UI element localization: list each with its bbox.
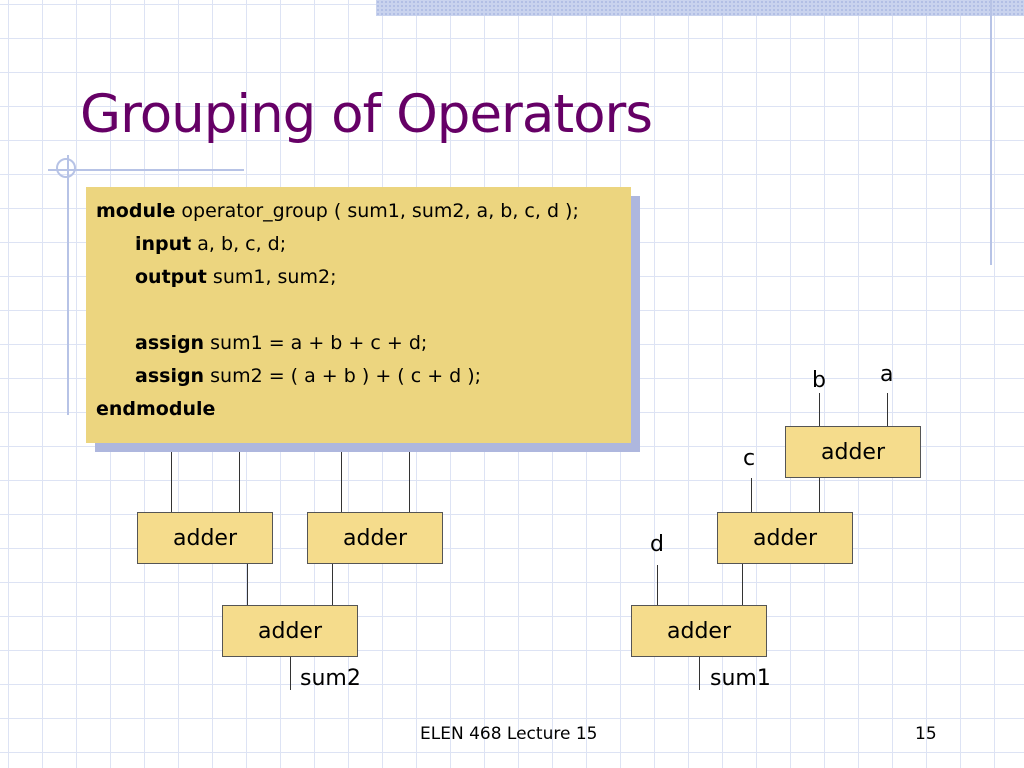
code-keyword: input: [135, 233, 192, 255]
crosshair-circle: [56, 158, 76, 178]
code-text: operator_group ( sum1, sum2, a, b, c, d …: [175, 200, 579, 222]
wire-adder2-out: [742, 563, 743, 605]
wire-adder1-out: [819, 478, 820, 512]
wire-c-in: [751, 478, 752, 512]
code-text: sum1, sum2;: [206, 266, 337, 288]
signal-b-label: b: [812, 368, 826, 393]
slide-page-number: 15: [915, 724, 937, 744]
code-keyword: assign: [135, 365, 205, 387]
code-keyword: assign: [135, 332, 205, 354]
wire-left-in-1: [171, 440, 172, 512]
code-line-1: module operator_group ( sum1, sum2, a, b…: [96, 195, 621, 228]
code-text: sum1 = a + b + c + d;: [204, 332, 428, 354]
code-line-3: output sum1, sum2;: [96, 261, 621, 294]
signal-a-label: a: [880, 362, 894, 387]
code-line-6: assign sum2 = ( a + b ) + ( c + d );: [96, 360, 621, 393]
code-line-5: assign sum1 = a + b + c + d;: [96, 327, 621, 360]
adder-box-right-1: adder: [785, 426, 921, 478]
right-decorative-line: [990, 0, 992, 265]
crosshair-horizontal: [48, 169, 244, 171]
top-decorative-strip: [376, 0, 1024, 16]
code-text: a, b, c, d;: [191, 233, 287, 255]
code-line-2: input a, b, c, d;: [96, 228, 621, 261]
wire-left-in-4: [409, 440, 410, 512]
wire-sum1-out: [699, 656, 700, 690]
wire-left-out: [290, 656, 291, 690]
wire-b-in: [819, 393, 820, 426]
code-line-7: endmodule: [96, 393, 621, 426]
wire-a-in: [887, 393, 888, 426]
adder-box-left-2: adder: [307, 512, 443, 564]
signal-d-label: d: [650, 532, 664, 557]
wire-left-in-2: [239, 440, 240, 512]
signal-sum2-label: sum2: [300, 666, 361, 691]
code-text: sum2 = ( a + b ) + ( c + d );: [204, 365, 482, 387]
signal-sum1-label: sum1: [710, 666, 771, 691]
adder-box-right-2: adder: [717, 512, 853, 564]
wire-left-in-3: [341, 440, 342, 512]
adder-box-left-3: adder: [222, 605, 358, 657]
footer-course-label: ELEN 468 Lecture 15: [420, 724, 598, 744]
wire-d-in: [657, 565, 658, 605]
wire-left-mid-2: [332, 563, 333, 605]
wire-left-mid-1: [247, 563, 248, 605]
crosshair-vertical: [67, 155, 69, 415]
code-keyword: module: [96, 200, 176, 222]
verilog-code-block: module operator_group ( sum1, sum2, a, b…: [86, 187, 631, 443]
slide-title: Grouping of Operators: [80, 84, 653, 145]
adder-box-left-1: adder: [137, 512, 273, 564]
adder-box-right-3: adder: [631, 605, 767, 657]
code-keyword: output: [135, 266, 207, 288]
signal-c-label: c: [743, 446, 756, 471]
code-line-blank: [96, 294, 621, 327]
code-keyword: endmodule: [96, 398, 216, 420]
